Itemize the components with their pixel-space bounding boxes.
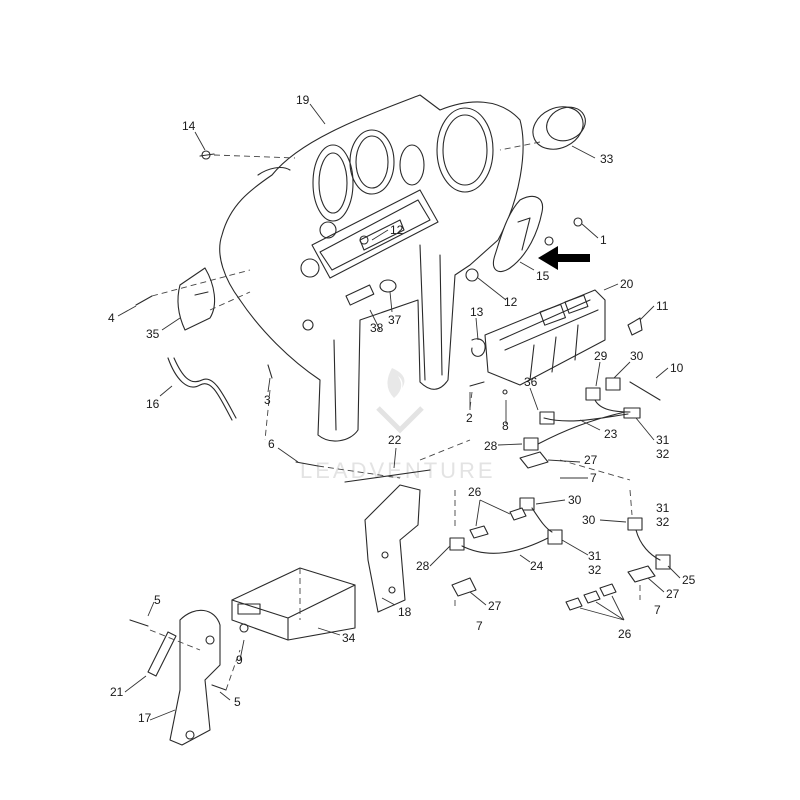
- callout-38: 38: [370, 321, 384, 335]
- callout-7c: 7: [654, 603, 661, 617]
- callout-4: 4: [108, 311, 115, 325]
- watermark-text: LEADVENTURE: [300, 458, 496, 483]
- callout-19: 19: [296, 93, 310, 107]
- callout-26a: 26: [468, 485, 482, 499]
- callout-5a: 5: [154, 593, 161, 607]
- callout-labels: 19 14 33 1 12 12 15 20 13 11 10 4 35 16 …: [108, 93, 696, 725]
- part-17-mount-bracket: [169, 609, 221, 746]
- callout-24: 24: [530, 559, 544, 573]
- callout-34: 34: [342, 631, 356, 645]
- callout-6: 6: [268, 437, 275, 451]
- callout-15: 15: [536, 269, 550, 283]
- callout-32a: 32: [656, 447, 670, 461]
- callout-17: 17: [138, 711, 152, 725]
- callout-13: 13: [470, 305, 484, 319]
- callout-11: 11: [656, 299, 669, 313]
- callout-30b: 30: [568, 493, 582, 507]
- callout-29: 29: [594, 349, 608, 363]
- callout-27c: 27: [666, 587, 680, 601]
- callout-25: 25: [682, 573, 696, 587]
- callout-10: 10: [670, 361, 684, 375]
- highlight-arrow: [538, 246, 590, 270]
- callout-27a: 27: [584, 453, 598, 467]
- callout-23: 23: [604, 427, 618, 441]
- callout-30a: 30: [630, 349, 644, 363]
- callout-14: 14: [182, 119, 196, 133]
- callout-28b: 28: [416, 559, 430, 573]
- callout-35: 35: [146, 327, 160, 341]
- wiring-harness-lower: [449, 497, 563, 597]
- callout-22: 22: [388, 433, 402, 447]
- part-21-arm: [147, 631, 177, 677]
- callout-7a: 7: [590, 471, 597, 485]
- callout-36: 36: [524, 375, 538, 389]
- callout-12b: 12: [504, 295, 518, 309]
- part-19-inner-fairing: [219, 94, 524, 442]
- callout-32c: 32: [656, 515, 670, 529]
- callout-9: 9: [236, 653, 243, 667]
- hardware-fasteners: [129, 150, 583, 691]
- callout-7b: 7: [476, 619, 483, 633]
- watermark: LEADVENTURE: [300, 368, 496, 483]
- callout-27b: 27: [488, 599, 502, 613]
- part-18-bracket: [364, 484, 421, 613]
- part-20-switch-housing: [484, 289, 606, 386]
- callout-31a: 31: [656, 433, 670, 447]
- wiring-harness-right: [565, 517, 671, 611]
- callout-18: 18: [398, 605, 412, 619]
- part-37-38-sockets: [302, 279, 397, 331]
- callout-12a: 12: [390, 223, 404, 237]
- alignment-lines: [149, 141, 641, 691]
- callout-5b: 5: [234, 695, 241, 709]
- callout-31b: 31: [588, 549, 602, 563]
- callout-16: 16: [146, 397, 160, 411]
- part-33-speaker-cup: [532, 106, 586, 150]
- part-10-pin: [629, 381, 661, 401]
- callout-30c: 30: [582, 513, 596, 527]
- callout-33: 33: [600, 152, 614, 166]
- callout-2: 2: [466, 411, 473, 425]
- callout-21: 21: [110, 685, 124, 699]
- callout-1: 1: [600, 233, 607, 247]
- callout-32b: 32: [588, 563, 602, 577]
- part-11-bracket: [627, 317, 643, 336]
- part-13-clip: [471, 338, 486, 357]
- callout-31c: 31: [656, 501, 670, 515]
- part-34-radio-unit: [231, 567, 356, 641]
- callout-20: 20: [620, 277, 634, 291]
- callout-leaders: [117, 103, 681, 721]
- callout-3: 3: [264, 393, 271, 407]
- part-16-trim-strip: [167, 357, 237, 421]
- part-35-side-cover: [177, 267, 216, 331]
- callout-8: 8: [502, 419, 509, 433]
- callout-37: 37: [388, 313, 402, 327]
- wiring-harness-upper: [519, 377, 641, 469]
- callout-26b: 26: [618, 627, 632, 641]
- part-15-trim-panel: [492, 195, 544, 273]
- callout-28a: 28: [484, 439, 498, 453]
